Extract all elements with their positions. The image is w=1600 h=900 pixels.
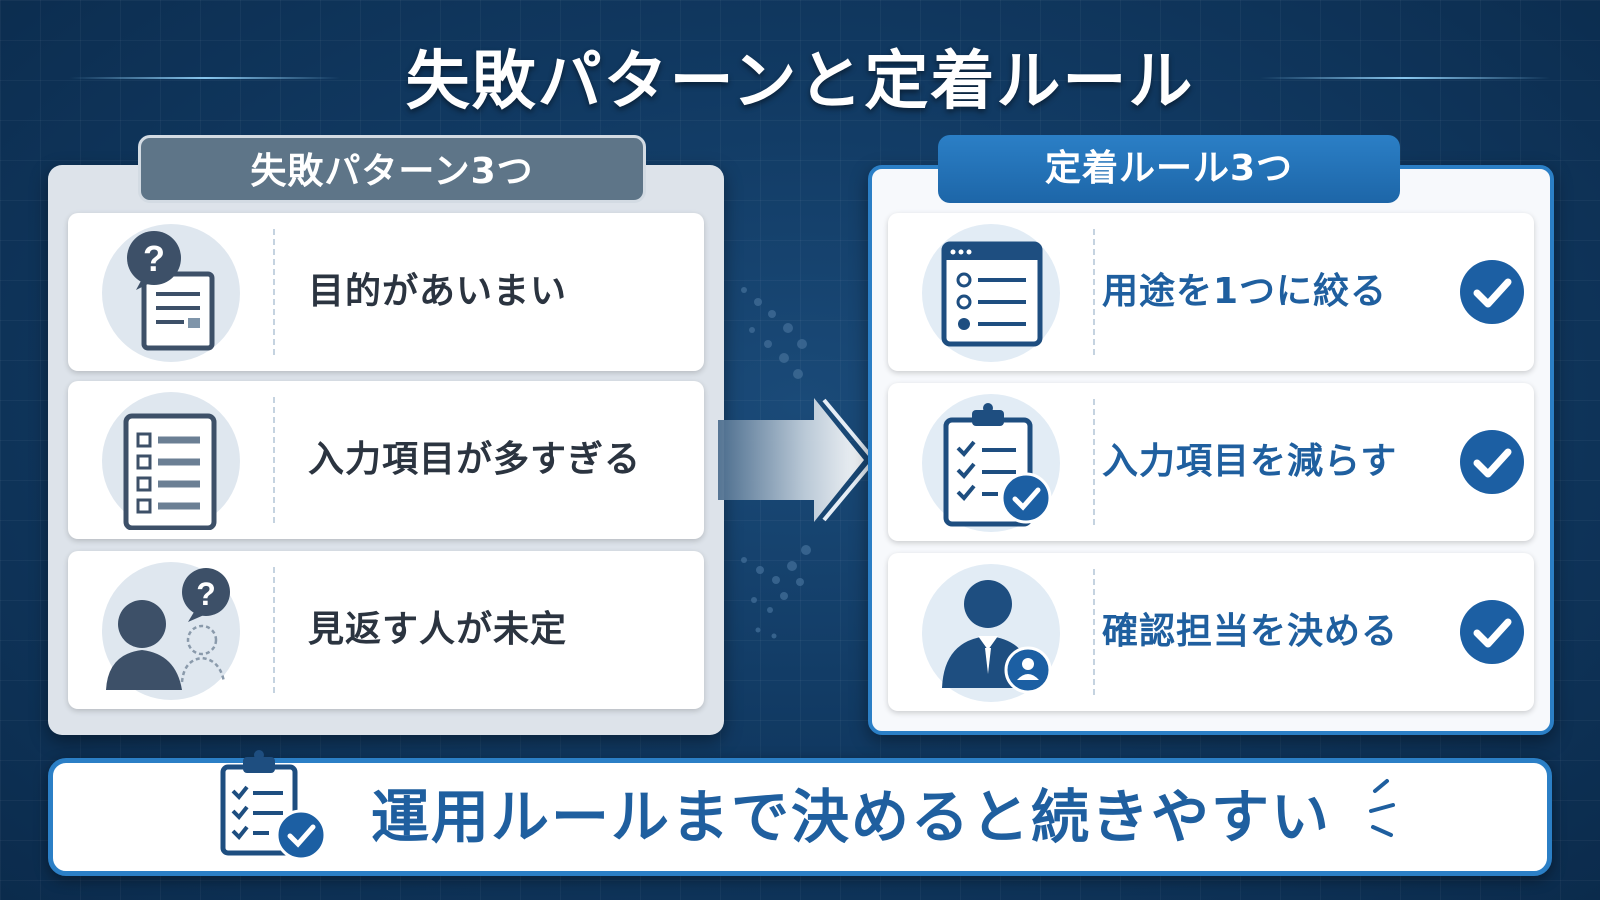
card-divider — [1093, 569, 1095, 695]
clipboard-check-icon — [922, 394, 1060, 532]
title-line-right — [1260, 77, 1550, 79]
check-icon — [1460, 600, 1524, 664]
card-divider — [1093, 229, 1095, 355]
failure-label-2: 入力項目が多すぎる — [308, 439, 642, 480]
transition-arrow — [714, 270, 884, 670]
failure-item-3: ? 見返す人が未定 — [68, 551, 704, 709]
failure-label-3: 見返す人が未定 — [308, 609, 568, 650]
form-window-icon — [922, 224, 1060, 362]
rule-label-3: 確認担当を決める — [1102, 611, 1399, 652]
page-title: 失敗パターンと定着ルール — [405, 45, 1195, 119]
failure-item-1: ? 目的があいまい — [68, 213, 704, 371]
rule-item-2: 入力項目を減らす — [888, 383, 1534, 541]
card-divider — [273, 567, 275, 693]
failure-label-1: 目的があいまい — [308, 271, 568, 312]
summary-text: 運用ルールまで決めると続きやすい — [371, 783, 1332, 851]
failure-item-2: 入力項目が多すぎる — [68, 381, 704, 539]
svg-text:?: ? — [196, 576, 216, 612]
check-icon — [1460, 260, 1524, 324]
failure-patterns-header: 失敗パターン3つ — [138, 135, 646, 203]
check-icon — [1460, 430, 1524, 494]
person-question-icon: ? — [102, 562, 240, 700]
checklist-icon — [102, 392, 240, 530]
rule-label-2: 入力項目を減らす — [1102, 441, 1398, 482]
rule-item-1: 用途を1つに絞る — [888, 213, 1534, 371]
clipboard-check-icon — [213, 743, 333, 863]
card-divider — [273, 229, 275, 355]
rule-item-3: 確認担当を決める — [888, 553, 1534, 711]
svg-text:?: ? — [143, 238, 165, 279]
emphasis-lines-icon — [1363, 777, 1413, 847]
retention-rules-header: 定着ルール3つ — [938, 135, 1400, 203]
retention-rules-panel: 定着ルール3つ 用途を1つに絞る — [868, 135, 1554, 735]
failure-patterns-panel: 失敗パターン3つ ? 目的があいまい — [48, 135, 724, 735]
title-line-left — [70, 77, 340, 79]
card-divider — [1093, 399, 1095, 525]
rule-label-1: 用途を1つに絞る — [1102, 271, 1388, 312]
card-divider — [273, 397, 275, 523]
summary-banner: 運用ルールまで決めると続きやすい — [48, 750, 1552, 876]
document-question-icon: ? — [102, 224, 240, 362]
person-badge-icon — [922, 564, 1060, 702]
